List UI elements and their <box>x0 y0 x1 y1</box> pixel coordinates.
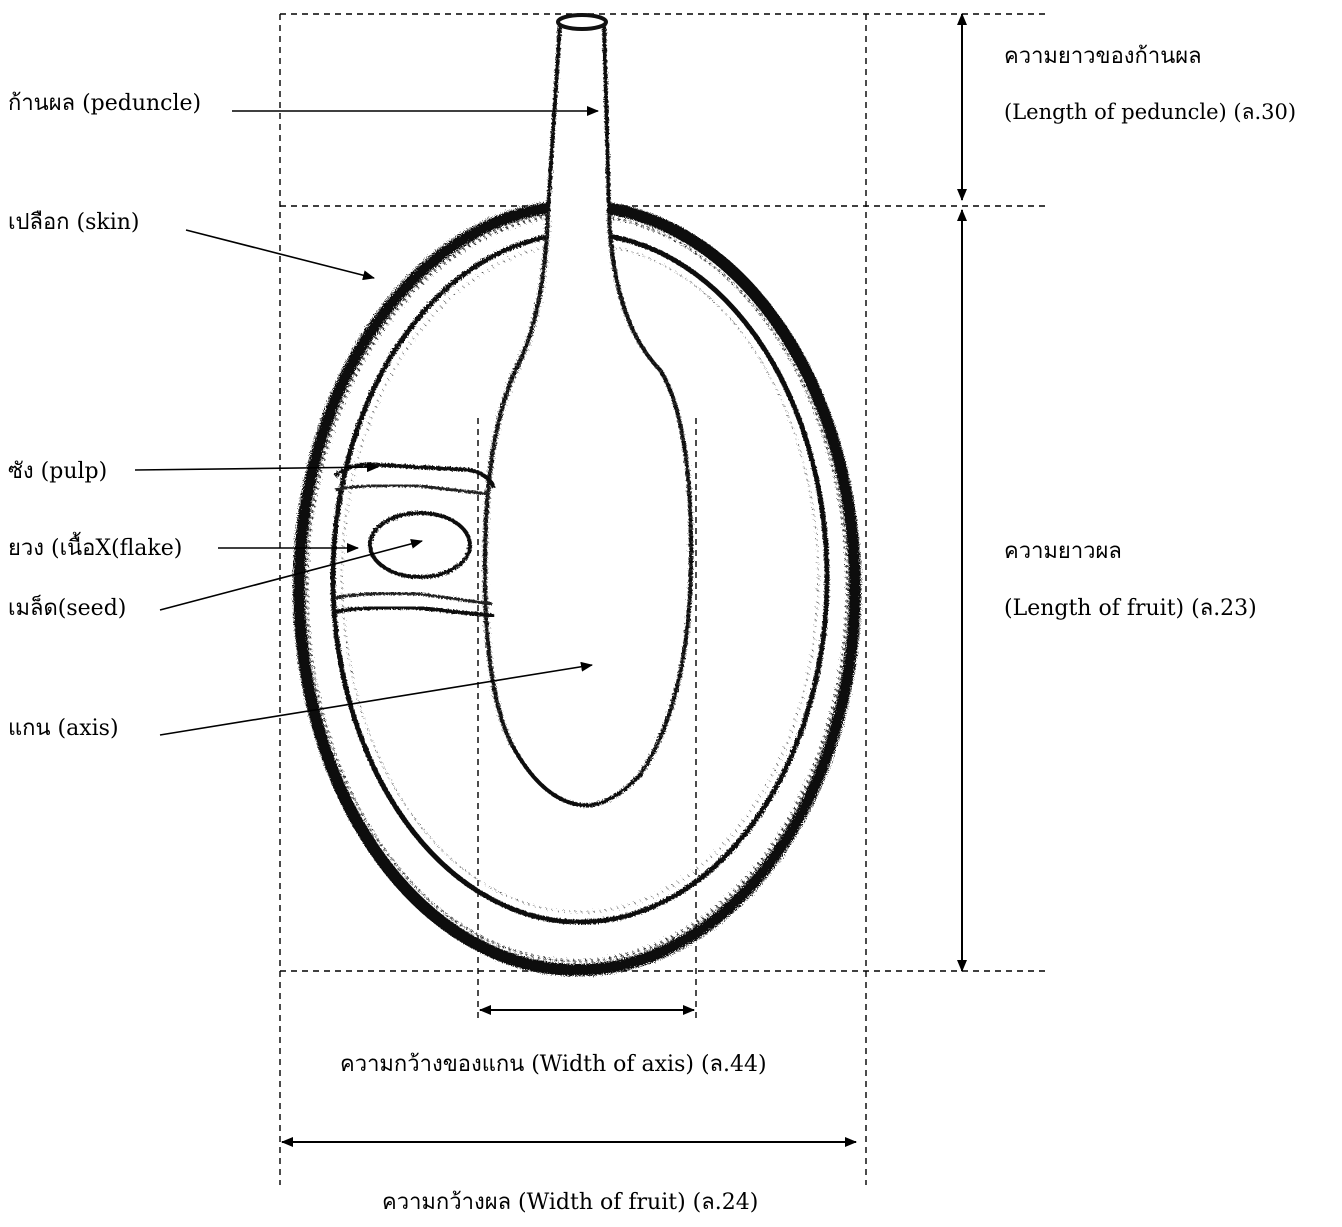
label-seed: เมล็ด(seed) <box>8 596 126 622</box>
label-flake: ยวง (เนื้อX(flake) <box>8 536 182 562</box>
measure-fruit-length-en: (Length of fruit) (ล.23) <box>1004 596 1257 622</box>
measure-fruit-width: ความกว้างผล (Width of fruit) (ล.24) <box>382 1190 758 1216</box>
label-skin: เปลือก (skin) <box>8 210 139 236</box>
label-peduncle: ก้านผล (peduncle) <box>8 91 201 117</box>
label-axis: แกน (axis) <box>8 716 119 742</box>
label-pulp: ซัง (pulp) <box>8 459 107 485</box>
measure-peduncle-length-th: ความยาวของก้านผล <box>1004 44 1202 70</box>
measure-peduncle-length-en: (Length of peduncle) (ล.30) <box>1004 99 1296 125</box>
fruit-illustration <box>299 15 855 970</box>
measure-fruit-length-th: ความยาวผล <box>1004 539 1122 565</box>
seed-shape <box>370 513 470 577</box>
axis-shape <box>485 18 691 805</box>
measure-axis-width: ความกว้างของแกน (Width of axis) (ล.44) <box>340 1052 767 1078</box>
peduncle-tip <box>558 15 606 29</box>
leader-seed <box>160 541 422 610</box>
